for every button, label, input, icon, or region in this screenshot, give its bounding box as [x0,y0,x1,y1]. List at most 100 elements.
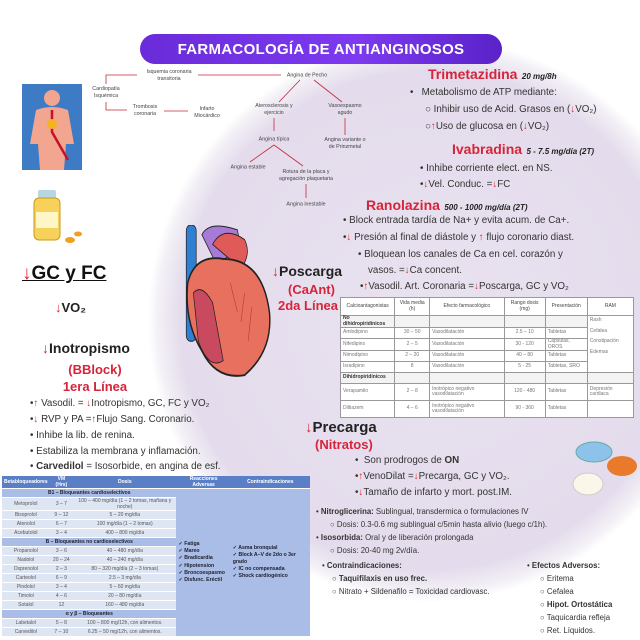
ram-item: Edemas [589,348,609,355]
group-label: No dihidropiridínicos [339,315,396,328]
table-cell: 12 [49,600,74,610]
arrow-down-icon: ↓ [305,419,313,436]
arrow-down-icon: ↓ [570,104,576,115]
isosorbida-item: • Isosorbida: Oral y de liberación prolo… [316,533,474,542]
arrow-up-icon: ↑ [358,471,364,482]
table-cell: 90 - 360 [503,400,546,418]
arrow-down-icon: ↓ [404,265,410,276]
flow-angina-inestable: Angina inestable [286,201,326,208]
table-cell: Metoprolol [2,497,50,511]
table-cell: 2.5 – 3 mg/día [73,573,177,583]
nitratos-label: (Nitratos) [315,437,373,452]
table-cell: 9 – 12 [49,510,74,520]
isosorbida-dose: ○ Dosis: 20-40 mg 2v/día. [330,546,420,555]
trimetazidina-heading: Trimetazidina 20 mg/8h [428,66,557,84]
empty-cell [503,315,546,328]
table-cell: 30 - 120 [503,338,546,351]
empty-cell [503,372,546,384]
column-header: Calcioantagonistas [339,297,396,316]
table-cell: Nimodipino [339,350,396,362]
list-item: ✓ Disfunc. Eréctil [178,576,223,583]
nitratos-bullet-2: •↑VenoDilat =↓Precarga, GC y VO₂. [355,471,510,482]
gc-fc-heading: ↓GC y FC [22,263,107,284]
drug-dose: 5 - 7.5 mg/día (2T) [526,147,595,156]
table-cell: Vasodilatación [429,338,505,351]
column-header: Contraindicaciones [230,476,310,489]
table-cell: Vasodilatación [429,327,505,339]
table-cell: 3 – 4 [49,528,74,538]
table-cell: 5 – 20 mg/día [73,510,177,520]
table-cell: 40 – 80 [503,350,546,362]
flow-infarto: Infarto Miocárdico [194,106,220,119]
heart-illustration [185,225,271,377]
nitratos-bullet-1: • Son prodrogos de ON [355,455,460,466]
arrow-down-icon: ↓ [86,398,92,409]
table-cell: 5 - 25 [503,361,546,373]
drug-name: Ranolazina [366,197,440,213]
empty-cell [394,372,431,384]
table-cell: 100 – 400 mg/día (1 – 2 tomas, mañana y … [73,497,177,511]
column-header: Efecto farmacológico [429,297,505,316]
efectos-adversos-heading: • Efectos Adversos: [527,561,601,570]
contraindications-cell: ✓ Asma bronquial✓ Block A–V de 2do o 3er… [230,488,310,637]
arrow-up-icon: ↑ [91,414,97,425]
tablets-icon [572,441,637,496]
flow-cardiopatia: Cardiopatía Isquémica [92,86,120,99]
empty-cell [394,315,431,328]
group-label: B – Bloqueantes no cardioselectivos [2,537,177,547]
table-cell: Bisoprolol [2,510,50,520]
table-cell: Tabletas [544,383,588,401]
arrow-down-icon: ↓ [22,263,32,284]
table-cell: 6 – 9 [49,573,74,583]
flow-angina-pecho: Angina de Pecho [286,72,328,79]
table-row: Dihidropiridínicos [339,372,635,384]
table-cell: 20 – 24 [49,555,74,565]
precarga-heading: ↓Precarga [305,419,377,436]
trimetazidina-bullet-3: ○↑Uso de glucosa en (↓VO₂) [425,121,550,132]
table-cell: Carvedilol [2,627,50,637]
table-cell: 100 mg/día (1 – 2 tomas) [73,519,177,529]
contra-item: ○ Taquifilaxis en uso frec. [332,574,428,583]
arrow-down-icon: ↓ [33,414,39,425]
column-header: Dosis [73,476,177,489]
table-cell: Nifedipino [339,338,396,351]
ranolazina-bullet-1: • Block entrada tardía de Na+ y evita ac… [343,215,570,226]
arrow-down-icon: ↓ [358,487,364,498]
flow-angina-estable: Angina estable [230,164,266,171]
table-cell: 6 – 7 [49,519,74,529]
table-cell: Tabletas [544,400,588,418]
table-cell: 80 – 320 mg/día (2 – 3 tomas) [73,564,177,574]
table-cell: Vasodilatación [429,350,505,362]
table-cell: 7 – 10 [49,627,74,637]
drug-dose: 20 mg/8h [521,72,557,81]
adverse-item: ○ Taquicardia refleja [540,613,611,622]
column-header: Rango dosis (mg) [503,297,546,316]
table-cell: Isradipino [339,361,396,373]
flow-angina-tipica: Angina típica [258,136,290,143]
vo2-label: ↓VO₂ [55,300,87,315]
table-cell: Propanolol [2,546,50,556]
arrow-down-icon: ↓ [272,263,279,279]
flow-trombosis: Trombosis coronaria [132,104,158,117]
list-item: ✓ Asma bronquial [232,544,278,551]
ram-item: Cefalea [589,327,608,334]
table-cell: 160 – 480 mg/día [73,600,177,610]
list-item: ✓ Shock cardiogénico [232,573,288,580]
table-cell: Depresión cardiaca [586,383,635,401]
table-cell: 6.25 – 50 mg/12h, con alimentos. [73,627,177,637]
arrow-down-icon: ↓ [423,179,429,190]
bblock-bullet-3: • Inhibe la lib. de renina. [30,430,135,441]
list-item: ✓ Fatiga [178,541,200,548]
pill-bottle-icon [33,190,82,243]
